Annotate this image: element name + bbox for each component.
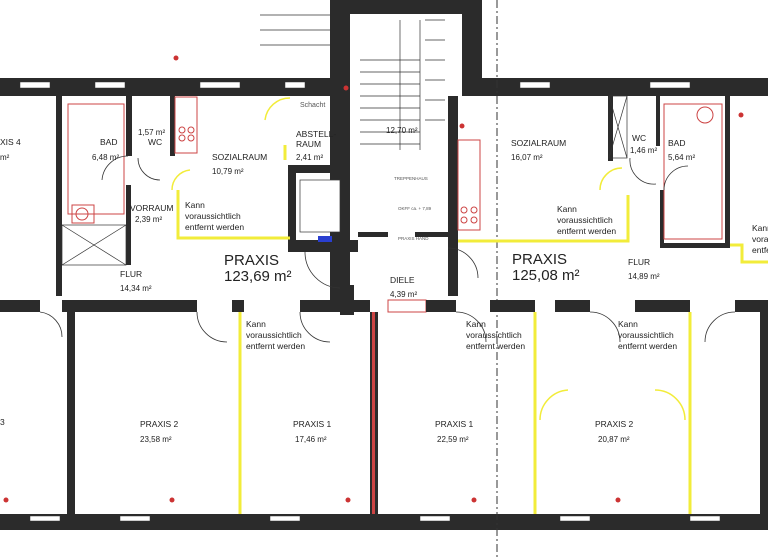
room-area: 2,41 m² (296, 153, 323, 162)
room-area: 1,57 m² (138, 128, 165, 137)
radiator-icon (345, 497, 351, 503)
radiator-icon (169, 497, 175, 503)
left-sanitary (56, 96, 198, 296)
room-name: BAD (668, 138, 685, 148)
note-line: entfernt werden (185, 222, 244, 232)
note-line: Kann (466, 319, 486, 329)
room-area: 20,87 m² (598, 435, 630, 444)
room-name: WC (632, 133, 646, 143)
note-line: Kann (618, 319, 638, 329)
room-area: 5,64 m² (668, 153, 695, 162)
room-area: 16,07 m² (511, 153, 543, 162)
room-name: RAUM (296, 139, 321, 149)
distribution-box-icon (318, 236, 332, 242)
note-line: voraussichtlich (466, 330, 522, 340)
stairwell (260, 0, 482, 315)
room-labels: XIS 4 m² 3 BAD 6,48 m² 1,57 m² WC SOZIAL… (0, 102, 695, 444)
room-name: FLUR (628, 257, 650, 267)
radiator-icon (615, 497, 621, 503)
room-name: PRAXIS 2 (595, 419, 634, 429)
heating-markers (3, 55, 744, 503)
room-area: m² (0, 153, 10, 162)
room-area: 17,46 m² (295, 435, 327, 444)
room-area: 22,59 m² (437, 435, 469, 444)
note-line: entfernt werden (618, 341, 677, 351)
note-line: entfernt werden (246, 341, 305, 351)
note-line: Kann (752, 223, 768, 233)
room-area: 1,46 m² (630, 146, 657, 155)
note-line: voraussichtlich (618, 330, 674, 340)
unit-area: 125,08 m² (512, 267, 580, 284)
unit-title: PRAXIS (512, 251, 567, 268)
note-line: voraussichtlich (752, 234, 768, 244)
removable-notes: Kann voraussichtlich entfernt werden Kan… (185, 200, 768, 351)
note-line: Kann (246, 319, 266, 329)
room-area: 10,79 m² (212, 167, 244, 176)
room-area: 14,89 m² (628, 272, 660, 281)
room-area: 6,48 m² (92, 153, 119, 162)
radiator-icon (343, 85, 349, 91)
note-line: entfernt werden (557, 226, 616, 236)
unit-title: PRAXIS (224, 252, 279, 269)
right-sanitary (304, 95, 730, 289)
room-name: ABSTELL- (296, 129, 336, 139)
note-line: voraussichtlich (557, 215, 613, 225)
radiator-icon (738, 112, 744, 118)
radiator-icon (471, 497, 477, 503)
small-label: PRAXIS HAND (398, 236, 429, 241)
radiator-icon (459, 123, 465, 129)
removable-walls (171, 97, 768, 514)
note-line: voraussichtlich (185, 211, 241, 221)
room-name: SOZIALRAUM (511, 138, 566, 148)
room-area: 12,70 m² (386, 126, 418, 135)
room-name: TREPPENHAUS (394, 176, 428, 181)
exterior-walls (0, 78, 768, 530)
room-name: WC (148, 137, 162, 147)
room-name: PRAXIS 1 (435, 419, 474, 429)
room-name: SOZIALRAUM (212, 152, 267, 162)
note-line: Kann (185, 200, 205, 210)
note-line: entfernt werden (752, 245, 768, 255)
room-area: 4,39 m² (390, 290, 417, 299)
corridor-wall (0, 299, 768, 514)
room-name: PRAXIS 2 (140, 419, 179, 429)
room-name: 3 (0, 417, 5, 427)
unit-area: 123,69 m² (224, 268, 292, 285)
room-name: VORRAUM (130, 203, 173, 213)
room-name: DIELE (390, 275, 415, 285)
room-name: BAD (100, 137, 117, 147)
room-area: 23,58 m² (140, 435, 172, 444)
level-label: OKFF ca. + 7,89 (398, 206, 432, 211)
room-name: XIS 4 (0, 137, 21, 147)
radiator-icon (173, 55, 179, 61)
room-name: FLUR (120, 269, 142, 279)
room-area: 2,39 m² (135, 215, 162, 224)
shaft-label: Schacht (300, 102, 325, 109)
note-line: entfernt werden (466, 341, 525, 351)
room-name: PRAXIS 1 (293, 419, 332, 429)
radiator-icon (3, 497, 9, 503)
room-area: 14,34 m² (120, 284, 152, 293)
note-line: Kann (557, 204, 577, 214)
note-line: voraussichtlich (246, 330, 302, 340)
